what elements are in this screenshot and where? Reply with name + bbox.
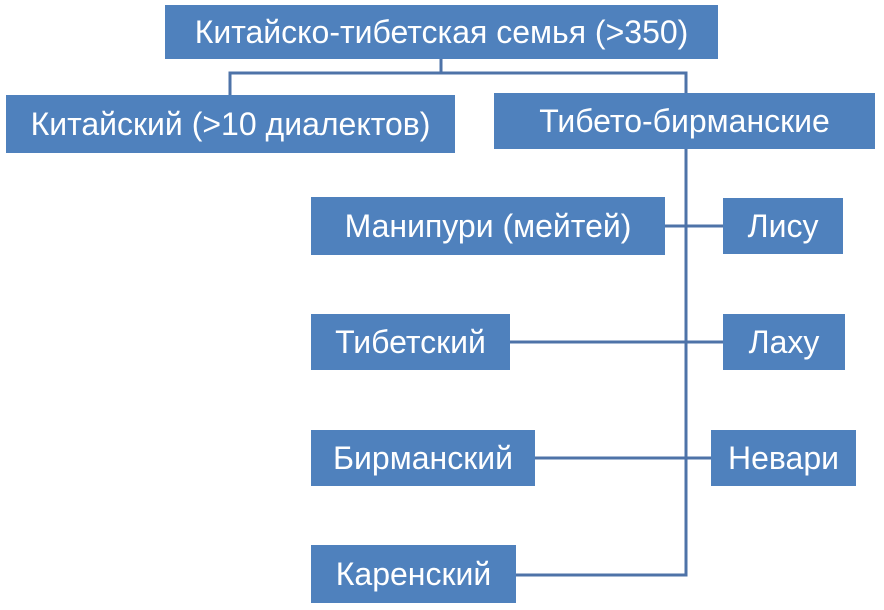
node-chinese: Китайский (>10 диалектов) [6, 95, 455, 153]
node-lahu: Лаху [723, 314, 845, 370]
node-manipuri: Манипури (мейтей) [311, 197, 665, 255]
node-tibetan: Тибетский [311, 314, 510, 370]
node-newar: Невари [711, 430, 856, 486]
node-karen: Каренский [311, 545, 516, 603]
node-burmese: Бирманский [311, 430, 535, 486]
node-lisu: Лису [723, 198, 843, 254]
node-tibeto-burman: Тибето-бирманские [494, 93, 875, 149]
node-sino-tibetan-family: Китайско-тибетская семья (>350) [165, 5, 718, 59]
